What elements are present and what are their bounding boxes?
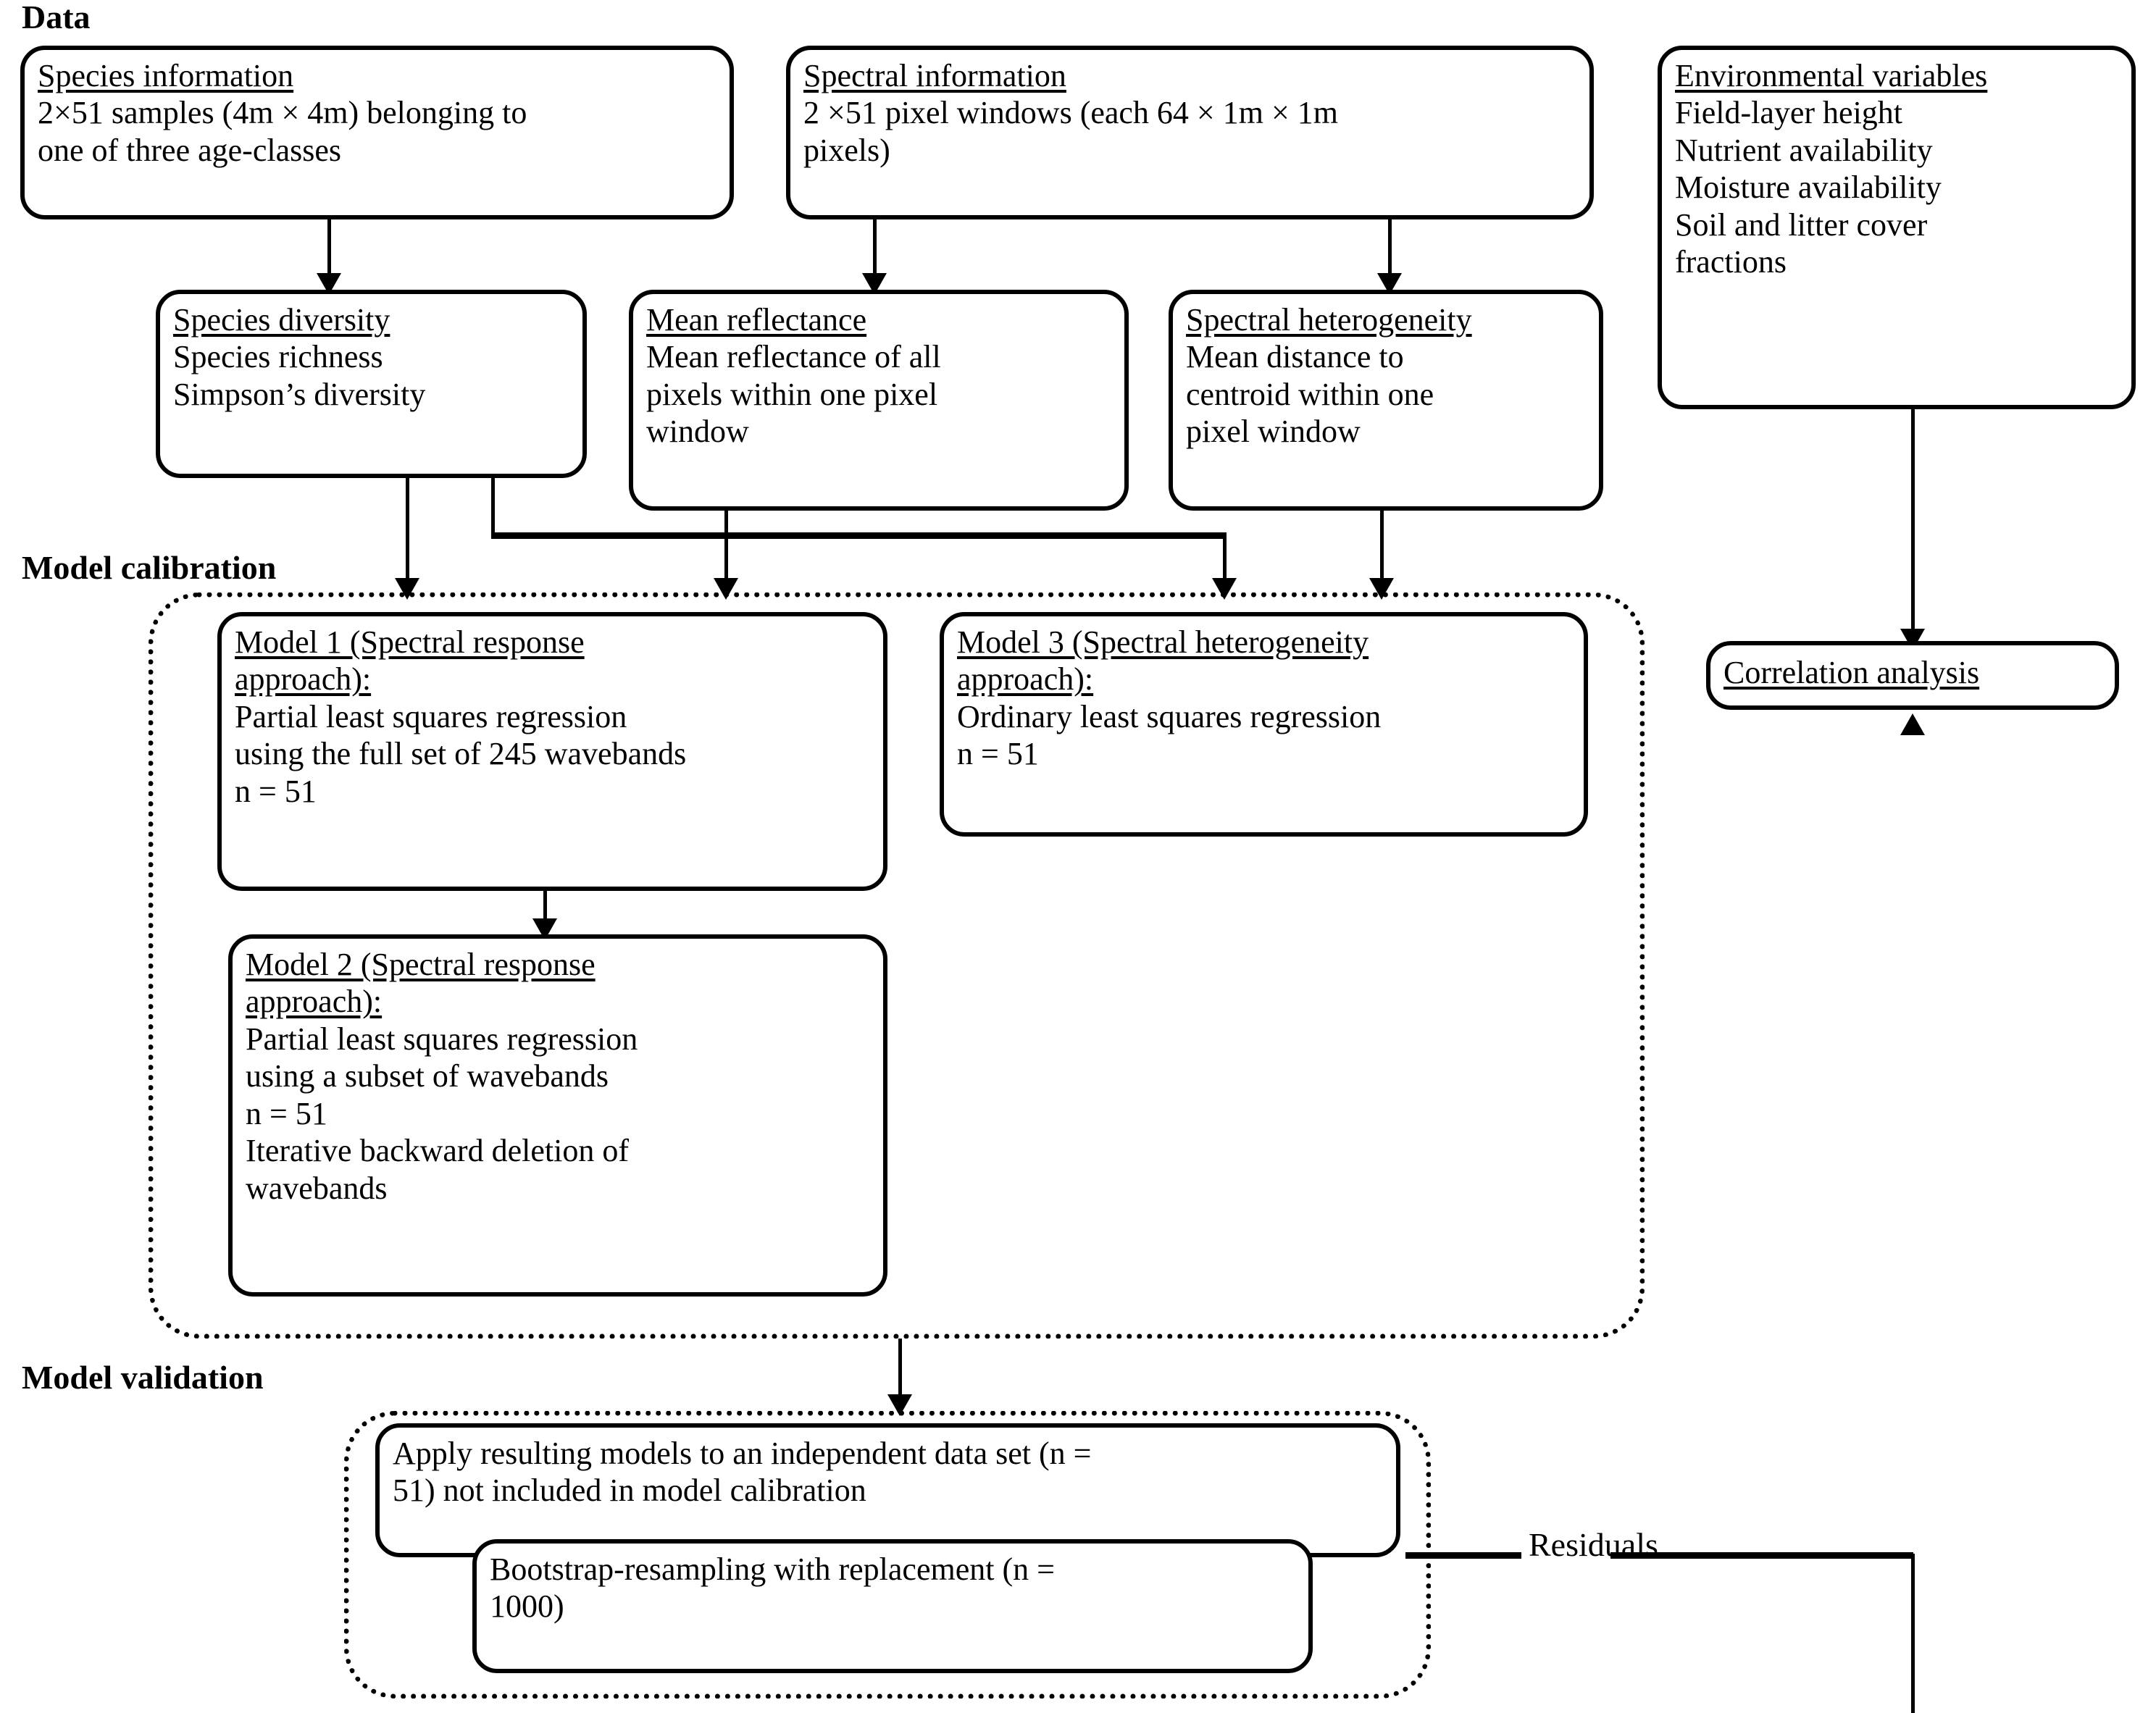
model-2-title: Model 2 (Spectral response approach):	[246, 946, 872, 1021]
model-2-line-5: wavebands	[246, 1170, 388, 1206]
spectral-heterogeneity-line-2: centroid within one	[1186, 376, 1434, 412]
correlation-analysis-title: Correlation analysis	[1723, 655, 1980, 690]
apply-models-line-1: Apply resulting models to an independent…	[393, 1436, 1092, 1471]
model-2-line-4: Iterative backward deletion of	[246, 1133, 629, 1169]
spectral-heterogeneity-line-3: pixel window	[1186, 414, 1361, 450]
connector-species-diversity-branch-to-model3	[1223, 532, 1227, 583]
edge-label-residuals: Residuals	[1529, 1526, 1658, 1563]
box-apply-models: Apply resulting models to an independent…	[375, 1423, 1400, 1557]
connector-calibration-to-validation	[898, 1339, 902, 1411]
species-diversity-item-2: Simpson’s diversity	[173, 376, 426, 412]
mean-reflectance-line-3: window	[646, 414, 749, 450]
model-1-line-3: n = 51	[235, 773, 317, 809]
connector-spectral-heterogeneity-to-model3	[1380, 511, 1384, 583]
box-model-3: Model 3 (Spectral heterogeneity approach…	[940, 612, 1588, 837]
species-information-line-2: one of three age-classes	[38, 132, 342, 168]
connector-residuals-riser	[1911, 1554, 1915, 1713]
model-2-line-3: n = 51	[246, 1095, 327, 1131]
species-information-line-1: 2×51 samples (4m × 4m) belonging to	[38, 95, 527, 131]
connector-residuals-right-segment	[1610, 1552, 1913, 1559]
box-bootstrap-resampling: Bootstrap-resampling with replacement (n…	[472, 1539, 1313, 1673]
box-environmental-variables: Environmental variables Field-layer heig…	[1658, 46, 2136, 409]
model-1-line-1: Partial least squares regression	[235, 698, 627, 734]
model-1-title-line-1: Model 1 (Spectral response	[235, 624, 585, 660]
box-spectral-information: Spectral information 2 ×51 pixel windows…	[786, 46, 1594, 219]
model-2-title-line-2: approach):	[246, 984, 383, 1020]
connector-model1-to-model2	[543, 891, 547, 945]
connector-spectral-info-to-heterogeneity	[1388, 219, 1392, 277]
apply-models-line-2: 51) not included in model calibration	[393, 1473, 866, 1509]
model-1-title-line-2: approach):	[235, 661, 372, 698]
bootstrap-line-1: Bootstrap-resampling with replacement (n…	[490, 1551, 1055, 1587]
model-1-title: Model 1 (Spectral response approach):	[235, 624, 872, 698]
mean-reflectance-title: Mean reflectance	[646, 302, 867, 338]
bootstrap-line-2: 1000)	[490, 1588, 564, 1625]
connector-env-vars-to-correlation	[1911, 409, 1915, 634]
model-1-line-2: using the full set of 245 wavebands	[235, 736, 687, 772]
section-label-model-calibration: Model calibration	[22, 549, 277, 586]
model-2-line-2: using a subset of wavebands	[246, 1058, 609, 1094]
box-mean-reflectance: Mean reflectance Mean reflectance of all…	[629, 290, 1129, 511]
box-spectral-heterogeneity: Spectral heterogeneity Mean distance to …	[1169, 290, 1603, 511]
model-3-title-line-2: approach):	[957, 661, 1094, 698]
model-3-line-1: Ordinary least squares regression	[957, 698, 1382, 734]
connector-species-diversity-branch-across	[491, 532, 1226, 539]
connector-species-info-to-diversity	[327, 219, 331, 277]
model-2-line-1: Partial least squares regression	[246, 1021, 638, 1057]
model-3-title-line-1: Model 3 (Spectral heterogeneity	[957, 624, 1369, 660]
mean-reflectance-line-2: pixels within one pixel	[646, 376, 938, 412]
model-2-title-line-1: Model 2 (Spectral response	[246, 947, 596, 982]
environmental-variables-item-5: fractions	[1675, 244, 1787, 280]
connector-spectral-info-to-mean-reflectance	[873, 219, 877, 277]
mean-reflectance-line-1: Mean reflectance of all	[646, 339, 941, 375]
connector-species-diversity-to-model1	[406, 478, 409, 583]
spectral-information-line-2: pixels)	[803, 132, 890, 168]
group-model-validation	[344, 1411, 1431, 1699]
box-species-diversity: Species diversity Species richness Simps…	[156, 290, 587, 478]
box-model-2: Model 2 (Spectral response approach): Pa…	[228, 934, 887, 1297]
spectral-information-title: Spectral information	[803, 58, 1066, 93]
section-label-model-validation: Model validation	[22, 1359, 264, 1396]
environmental-variables-item-3: Moisture availability	[1675, 169, 1942, 206]
box-model-1: Model 1 (Spectral response approach): Pa…	[217, 612, 887, 891]
model-3-title: Model 3 (Spectral heterogeneity approach…	[957, 624, 1572, 698]
environmental-variables-item-4: Soil and litter cover	[1675, 206, 1928, 243]
section-label-data: Data	[22, 0, 91, 35]
spectral-information-line-1: 2 ×51 pixel windows (each 64 × 1m × 1m	[803, 95, 1339, 131]
box-correlation-analysis: Correlation analysis	[1706, 641, 2119, 710]
box-species-information: Species information 2×51 samples (4m × 4…	[20, 46, 734, 219]
species-diversity-item-1: Species richness	[173, 339, 383, 375]
species-information-title: Species information	[38, 58, 294, 93]
group-model-calibration	[149, 592, 1645, 1339]
connector-mean-reflectance-to-model1	[724, 511, 728, 583]
connector-species-diversity-branch-down	[491, 478, 495, 536]
arrowhead-residuals-to-correlation	[1900, 713, 1925, 735]
environmental-variables-title: Environmental variables	[1675, 58, 1988, 93]
environmental-variables-item-2: Nutrient availability	[1675, 132, 1933, 168]
environmental-variables-item-1: Field-layer height	[1675, 95, 1903, 131]
spectral-heterogeneity-line-1: Mean distance to	[1186, 339, 1404, 375]
species-diversity-title: Species diversity	[173, 302, 390, 338]
model-3-line-2: n = 51	[957, 736, 1039, 772]
connector-residuals-left-segment	[1405, 1552, 1521, 1559]
spectral-heterogeneity-title: Spectral heterogeneity	[1186, 302, 1472, 338]
